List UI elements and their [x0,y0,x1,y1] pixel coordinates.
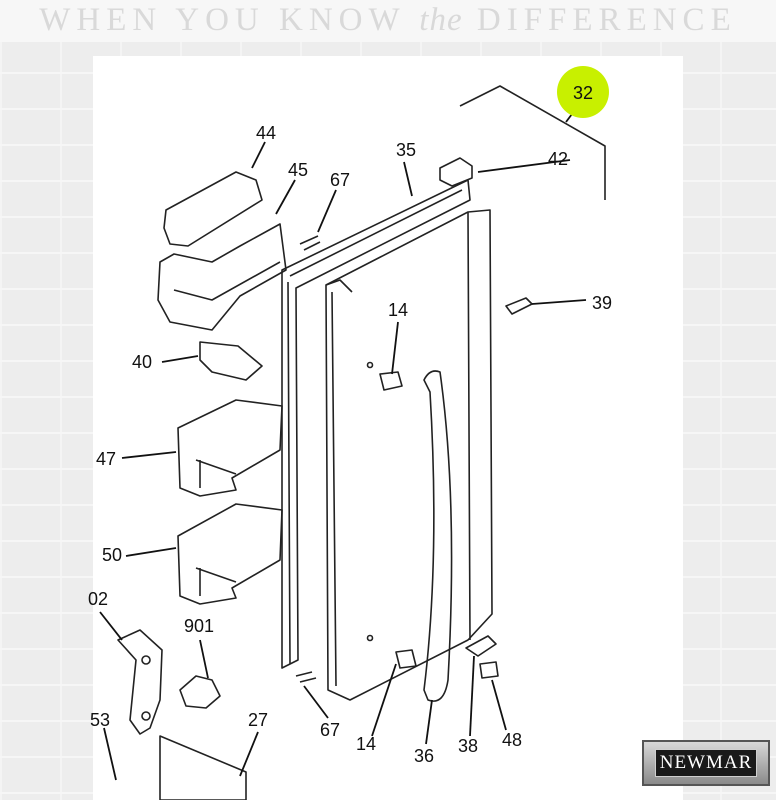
dispenser-panel [159,735,247,800]
callout-label: 32 [573,83,593,103]
part-label-53: 53 [90,710,110,730]
part-label-36: 36 [414,746,434,766]
part-label-14: 14 [388,300,408,320]
diagram-panel [93,56,683,800]
screw-top [379,371,403,391]
part-label-67: 67 [320,720,340,740]
bushing [479,661,499,679]
slogan-italic: the [419,2,463,38]
header-slogan: WHEN YOU KNOW the DIFFERENCE [0,0,776,42]
part-label-67: 67 [330,170,350,190]
part-label-901: 901 [184,616,214,636]
door-gasket [281,179,471,669]
part-label-27: 27 [248,710,268,730]
part-label-45: 45 [288,160,308,180]
dairy-door [199,341,263,381]
door-handle [423,370,453,702]
header-band: WHEN YOU KNOW the DIFFERENCE [0,0,776,42]
slogan-before: WHEN YOU KNOW [39,2,406,38]
callout-circle [557,66,609,118]
part-label-35: 35 [396,140,416,160]
slogan-after: DIFFERENCE [476,2,737,38]
part-label-02: 02 [88,589,108,609]
screw-bottom [395,649,417,669]
assembly-bracket [459,85,606,200]
logo-text: NEWMAR [654,749,758,777]
shelf-bin [157,223,287,331]
screw-pair-bottom [295,671,317,683]
screw-pair-top [299,235,321,251]
part-label-14: 14 [356,734,376,754]
door-bin-upper [177,399,283,497]
hinge-cap [439,157,473,187]
part-label-38: 38 [458,736,478,756]
door-hinge [117,629,163,735]
newmar-logo: NEWMAR [642,740,770,786]
part-label-47: 47 [96,449,116,469]
part-label-44: 44 [256,123,276,143]
door-panel [325,209,493,701]
part-label-48: 48 [502,730,522,750]
hinge-bracket [465,635,497,657]
part-label-40: 40 [132,352,152,372]
damper-gear [179,675,221,709]
shelf-cover [163,171,263,247]
hole-plug [505,297,533,315]
part-label-50: 50 [102,545,122,565]
part-label-42: 42 [548,149,568,169]
part-label-39: 39 [592,293,612,313]
door-bin-lower [177,503,283,605]
